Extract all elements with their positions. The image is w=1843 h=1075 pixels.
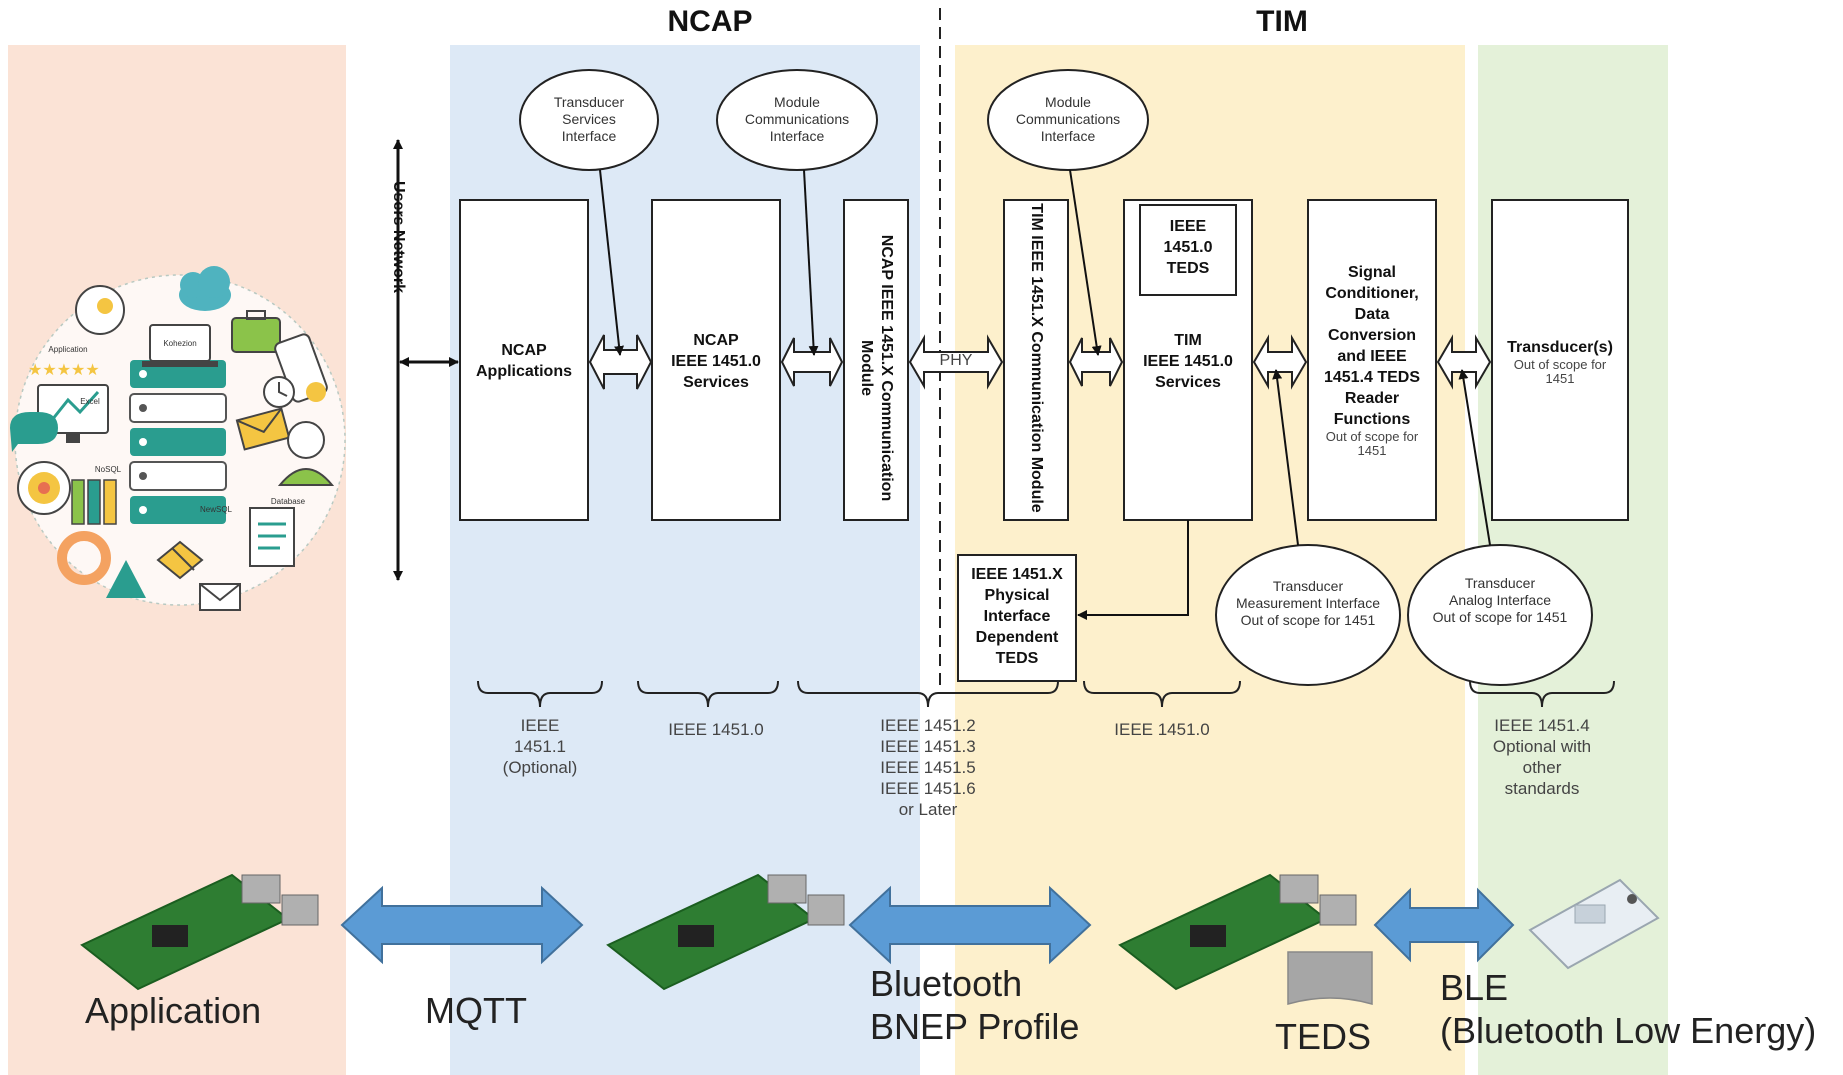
users-network-label: Users Network: [390, 180, 407, 294]
apps-services-interface-arrow: [588, 334, 653, 390]
chat-bubble-icon: [10, 412, 58, 452]
brace-1451-x: [797, 680, 1059, 708]
services-comm-interface-arrow: [780, 337, 844, 387]
application-icons-collage: ★★★★★: [10, 266, 346, 611]
ncap-applications-block: [459, 199, 589, 521]
ble-double-arrow: [1373, 887, 1515, 963]
brace-ieee-1451-4: [1469, 680, 1615, 708]
handshake-icon: [156, 540, 204, 580]
transducer-services-interface-bubble: [519, 69, 659, 171]
analog-interface-bubble: [1407, 544, 1593, 686]
ncap-comm-module-block: [843, 199, 909, 521]
ble-label: BLE(Bluetooth Low Energy): [1440, 967, 1817, 1051]
standard-tim-1451-0-label: IEEE 1451.0: [1114, 720, 1210, 739]
mqtt-double-arrow: [340, 885, 584, 965]
bluetooth-bnep-double-arrow: [848, 885, 1092, 965]
teds-label: TEDS: [1275, 1016, 1372, 1057]
raspberry-pi-tim-board: [1118, 873, 1357, 991]
businessman-icon: [277, 421, 335, 486]
svg-text:★★★★★: ★★★★★: [28, 360, 100, 379]
icon-label-kohezion: Kohezion: [163, 339, 197, 348]
database-books-icon: [71, 479, 117, 525]
cloud-sync-icon: [179, 266, 231, 311]
phy-link-arrow: [908, 334, 1004, 390]
tim-heading: TIM: [1256, 5, 1308, 38]
ble-sensor-tag-device: [1528, 878, 1660, 970]
teds-document-icon: [1287, 951, 1373, 1005]
services-signal-arrow: [1252, 334, 1308, 390]
signal-transducer-arrow: [1436, 334, 1492, 390]
icon-label-excel: Excel: [80, 397, 100, 406]
icon-label-nosql: NoSQL: [94, 465, 122, 474]
ncap-module-communications-bubble: [716, 69, 878, 171]
ncap-heading: NCAP: [667, 5, 753, 38]
brace-ieee-1451-1: [477, 680, 603, 708]
raspberry-pi-ncap-board: [606, 873, 845, 991]
rating-stars-icon: ★★★★★: [28, 360, 100, 379]
signal-conditioner-block: [1307, 199, 1437, 521]
clock-icon: [263, 376, 295, 408]
tim-comm-services-arrow: [1068, 337, 1124, 387]
services-to-phys-teds-pointer: [1077, 520, 1189, 620]
brace-ncap-1451-0: [637, 680, 779, 708]
transducer-services-pointer: [599, 169, 625, 356]
mountain-flag-icon: [106, 560, 146, 598]
standard-ncap-1451-0-label: IEEE 1451.0: [668, 720, 764, 739]
raspberry-pi-application-board: [80, 873, 319, 991]
mqtt-label: MQTT: [425, 990, 527, 1031]
measurement-pointer: [1272, 369, 1299, 546]
application-label: Application: [85, 990, 262, 1031]
document-database-icon: [249, 507, 295, 567]
transducers-block: [1491, 199, 1629, 521]
physical-teds-block: [957, 554, 1077, 682]
tim-module-comm-pointer: [1069, 169, 1102, 356]
ncap-comm-module-label: NCAP IEEE 1451.X Communication Module: [858, 234, 895, 502]
ncap-services-block: [651, 199, 781, 521]
user-thinking-head-icon: [75, 285, 125, 335]
tim-module-communications-bubble: [987, 69, 1149, 171]
lifebuoy-icon: [57, 531, 111, 585]
server-stack-icon: [129, 360, 227, 524]
envelope-small-icon: [199, 583, 241, 611]
briefcase-icon: [231, 310, 281, 353]
analog-pointer: [1458, 369, 1491, 546]
tim-comm-module-label: TIM IEEE 1451.X Communication Module: [1028, 203, 1045, 513]
icon-label-newsql: NewSQL: [199, 505, 232, 514]
brace-tim-1451-0: [1083, 680, 1241, 708]
target-icon: [17, 461, 71, 515]
mail-envelope-icon: [235, 407, 291, 451]
tim-comm-module-block: [1003, 199, 1069, 521]
measurement-interface-bubble: [1215, 544, 1401, 686]
laptop-icon: [142, 324, 218, 367]
icon-label-database: Database: [270, 497, 306, 506]
ncap-module-comm-pointer: [803, 169, 819, 356]
icon-label-application: Application: [48, 345, 88, 354]
teds-inner-box: [1139, 204, 1237, 296]
phy-label: PHY: [939, 352, 973, 369]
